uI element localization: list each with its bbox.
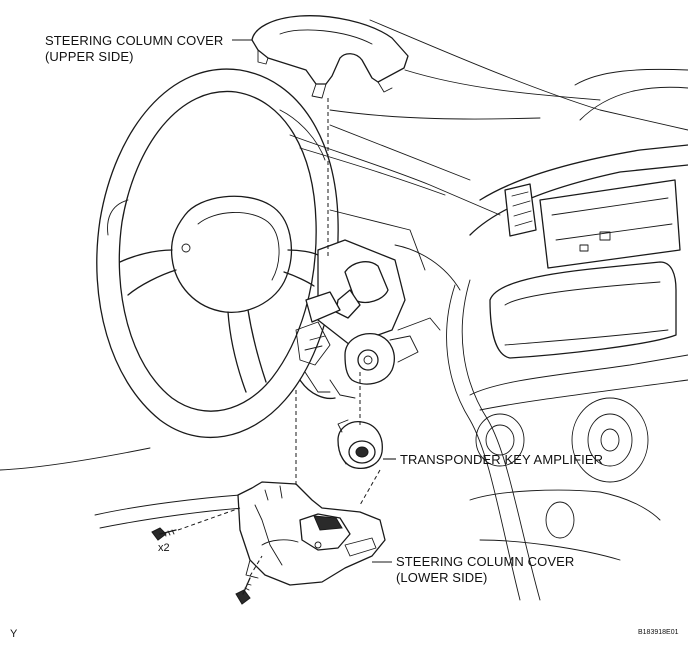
dashboard-outline <box>0 19 688 601</box>
leader-lines <box>232 39 396 563</box>
steering-column-cover-upper <box>251 15 409 99</box>
label-transponder-key-amplifier: TRANSPONDER KEY AMPLIFIER <box>400 452 603 467</box>
steering-column-assembly <box>295 239 441 400</box>
footer-left-mark: Y <box>10 628 18 640</box>
steering-wheel <box>96 68 339 439</box>
label-upper-cover-line1: STEERING COLUMN COVER <box>45 33 223 48</box>
screw-side <box>151 527 177 541</box>
transponder-key-amplifier <box>337 419 383 470</box>
label-lower-cover-line2: (LOWER SIDE) <box>396 570 487 585</box>
assembly-guide-lines <box>177 98 381 577</box>
label-screw-quantity: x2 <box>158 542 170 554</box>
steering-column-cover-lower <box>237 481 386 586</box>
label-lower-cover-line1: STEERING COLUMN COVER <box>396 554 574 569</box>
screw-bottom <box>235 577 252 605</box>
label-upper-cover-line2: (UPPER SIDE) <box>45 49 134 64</box>
figure-id: B183918E01 <box>638 629 679 636</box>
